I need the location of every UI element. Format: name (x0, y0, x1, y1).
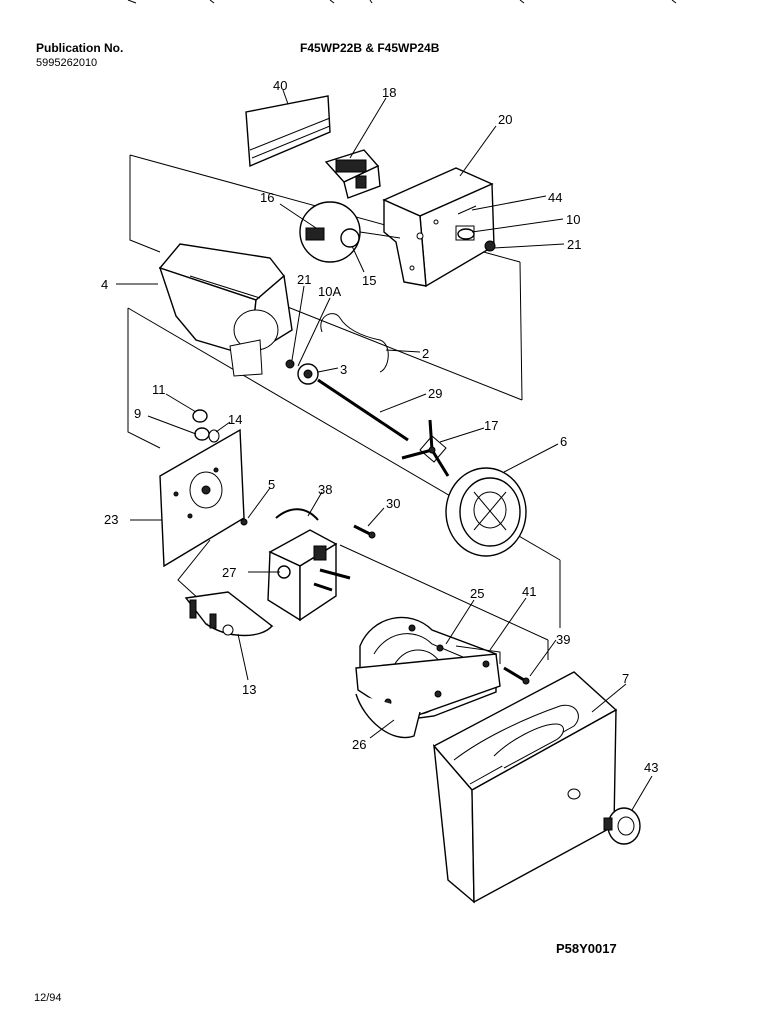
callout-18: 18 (382, 85, 396, 100)
model-title: F45WP22B & F45WP24B (300, 41, 440, 55)
publication-label: Publication No. (36, 41, 124, 55)
part-38-spring (275, 508, 319, 521)
part-25-chute-housing (355, 616, 501, 721)
callout-2: 2 (422, 346, 429, 361)
part-6-drum (445, 467, 527, 557)
callout-29: 29 (428, 386, 442, 401)
part-11-washer (192, 409, 208, 423)
callout-11: 11 (152, 382, 166, 397)
callout-21-lower: 21 (297, 272, 311, 287)
assembly-dashed-outline (127, 154, 561, 660)
callout-13: 13 (242, 682, 256, 697)
part-3-bushing (297, 363, 319, 385)
callout-5: 5 (268, 477, 275, 492)
callout-10: 10 (566, 212, 580, 227)
part-43-knob (603, 807, 641, 845)
part-10a-spring (320, 313, 389, 373)
callout-23: 23 (104, 512, 118, 527)
leader-lines (116, 89, 653, 811)
callout-30: 30 (386, 496, 400, 511)
part-17-blade (401, 419, 450, 477)
callout-16: 16 (260, 190, 274, 205)
part-14-clip (208, 429, 220, 443)
part-7-front-cover (432, 671, 618, 904)
part-13-flap (184, 591, 274, 637)
part-4-ice-container-housing (158, 243, 293, 377)
part-21-nut-lower (285, 359, 295, 369)
callout-3: 3 (340, 362, 347, 377)
part-26-flap-door (355, 693, 421, 739)
part-10-clip (457, 228, 475, 240)
diagram-code: P58Y0017 (556, 941, 617, 956)
callout-6: 6 (560, 434, 567, 449)
callout-9: 9 (134, 406, 141, 421)
part-23-mounting-plate (159, 428, 245, 568)
callout-38: 38 (318, 482, 332, 497)
callout-25: 25 (470, 586, 484, 601)
callout-40: 40 (273, 78, 287, 93)
part-44-screw (457, 205, 477, 215)
top-edge-marks (127, 0, 677, 4)
callout-17: 17 (484, 418, 498, 433)
part-40-deflector (245, 95, 331, 168)
part-41-gasket (455, 645, 501, 664)
part-18-switch (324, 149, 381, 199)
callout-39: 39 (556, 632, 570, 647)
callout-41: 41 (522, 584, 536, 599)
part-27-solenoid (267, 529, 351, 622)
callout-10a: 10A (318, 284, 341, 299)
callout-27: 27 (222, 565, 236, 580)
callout-20: 20 (498, 112, 512, 127)
part-5-screw (240, 518, 248, 526)
part-21-nut-upper (484, 240, 496, 252)
part-20-housing (382, 167, 495, 288)
part-29-shaft (317, 378, 409, 442)
callout-14: 14 (228, 412, 242, 427)
part-39-screw (503, 666, 530, 685)
callout-4: 4 (101, 277, 108, 292)
callout-labels: 40 18 20 44 10 21 16 15 4 21 10A 2 3 29 … (101, 78, 658, 775)
callout-44: 44 (548, 190, 562, 205)
callout-7: 7 (622, 671, 629, 686)
callout-21-upper: 21 (567, 237, 581, 252)
callout-26: 26 (352, 737, 366, 752)
publication-number: 5995262010 (36, 57, 98, 69)
part-30-screw (353, 524, 376, 539)
part-9-washer (194, 427, 210, 441)
callout-15: 15 (362, 273, 376, 288)
part-15-16-lamp-detail (299, 201, 401, 263)
callout-43: 43 (644, 760, 658, 775)
footer-date: 12/94 (34, 992, 62, 1004)
